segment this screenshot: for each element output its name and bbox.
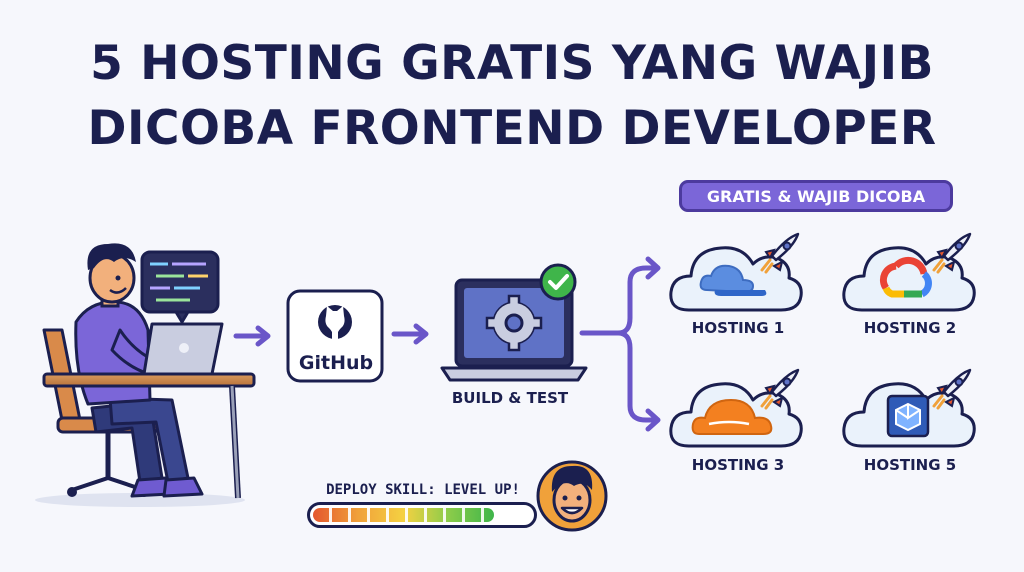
deploy-skill-label: DEPLOY SKILL: LEVEL UP! — [326, 482, 520, 498]
arrow-branch-up — [615, 265, 659, 336]
arrow-head — [645, 256, 661, 280]
hosting-2-cloud — [842, 246, 976, 312]
title-line-2: DICOBA FRONTEND DEVELOPER — [87, 101, 937, 156]
hosting-label: HOSTING 5 — [863, 456, 957, 474]
hosting-3-cloud — [669, 382, 803, 448]
hosting-5-cloud — [842, 382, 976, 448]
hosting-1-cloud — [669, 246, 803, 312]
code-bubble-icon — [140, 250, 220, 324]
arrow-head — [255, 325, 271, 347]
github-card — [286, 289, 384, 383]
arrow-head — [413, 323, 429, 345]
hosting-label: HOSTING 2 — [863, 319, 957, 337]
hosting-label: HOSTING 1 — [691, 319, 785, 337]
gear-icon — [485, 294, 543, 352]
skill-progress-bar — [307, 502, 537, 528]
title-line-1: 5 HOSTING GRATIS YANG WAJIB — [90, 36, 934, 91]
github-octocat-icon — [318, 305, 352, 339]
orange-cloud-icon — [691, 398, 773, 435]
blue-cube-icon — [886, 394, 930, 438]
gratis-badge: GRATIS & WAJIB DICOBA — [679, 180, 953, 212]
build-laptop-icon — [440, 263, 588, 382]
github-label: GitHub — [298, 352, 374, 374]
arrow-head — [645, 408, 661, 432]
google-cloud-icon — [879, 256, 932, 298]
check-badge-icon — [539, 263, 577, 301]
blue-cloud-icon — [699, 264, 767, 296]
build-test-label: BUILD & TEST — [451, 389, 569, 407]
avatar — [536, 460, 608, 532]
arrow-branch-down — [615, 330, 659, 423]
hosting-label: HOSTING 3 — [691, 456, 785, 474]
skill-progress-fill — [313, 508, 494, 522]
